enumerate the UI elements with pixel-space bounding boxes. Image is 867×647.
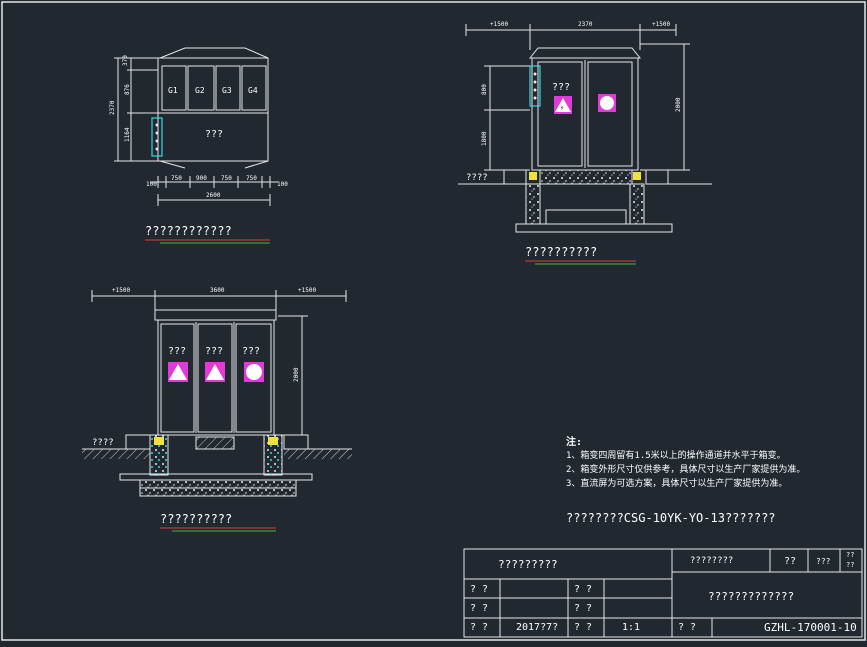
title-row1-label2: ? ? — [574, 584, 593, 595]
compartment-label-g4: G4 — [248, 86, 258, 95]
title-drawing-title: ????????????? — [708, 590, 795, 603]
title-cell-c2: ?? — [846, 561, 855, 569]
top-dim-bottom-2: 750 — [171, 175, 182, 182]
side-ground-label: ???? — [466, 173, 488, 183]
top-view-dimension-text: 370 876 1164 2370 100 750 900 750 750 10… — [109, 55, 288, 199]
front-footing — [139, 479, 297, 497]
top-roof-outline — [159, 47, 269, 59]
top-compartment-4 — [241, 65, 267, 111]
side-dim-top-2: 2370 — [578, 21, 593, 28]
top-dim-bottom-6: 100 — [277, 181, 288, 188]
top-cable-box — [151, 117, 163, 157]
front-dim-top-1: +1500 — [112, 287, 130, 294]
side-base-gravel — [539, 169, 633, 185]
top-dim-left-4: 2370 — [109, 100, 116, 115]
side-symbol-sign — [598, 94, 616, 112]
svg-text:⚡: ⚡ — [560, 104, 564, 112]
side-pit-right — [629, 183, 645, 225]
side-dim-left-1: 800 — [481, 84, 488, 95]
top-compartment-3 — [215, 65, 241, 111]
title-row3-label3: ? ? — [678, 622, 697, 633]
top-dim-left-1: 370 — [122, 55, 129, 66]
top-compartment-labels: G1 G2 G3 G4 — [168, 86, 258, 95]
side-hazard-sign: ⚡ — [554, 96, 572, 114]
view-top-plan — [114, 47, 278, 206]
side-dim-left-2: 1800 — [481, 131, 488, 146]
front-view-text: +1500 3600 +1500 2000 — [112, 287, 316, 382]
front-hazard-sign-2 — [205, 362, 225, 382]
title-row3-label2: ? ? — [574, 622, 593, 633]
side-cable-box-marks — [533, 72, 537, 100]
title-date: 2017?7? — [516, 622, 559, 633]
title-row1-label: ? ? — [470, 584, 489, 595]
title-scale: 1:1 — [622, 622, 641, 633]
front-view-caption: ?????????? — [160, 512, 232, 526]
title-design-stage: ???????? — [690, 556, 734, 566]
top-compartment-2 — [187, 65, 215, 111]
side-door-label: ??? — [552, 82, 570, 93]
front-base-grille — [195, 436, 235, 450]
front-ground-hatch-right — [284, 449, 352, 459]
top-dim-left-3: 1164 — [124, 127, 131, 142]
front-door-label-3: ??? — [242, 346, 260, 357]
front-pit-markers — [154, 437, 278, 445]
front-door-labels: ??? ??? ??? — [168, 346, 260, 357]
front-door-label-1: ??? — [168, 346, 186, 357]
side-view-caption: ?????????? — [525, 245, 597, 259]
front-hazard-sign-1 — [168, 362, 188, 382]
front-ground-hatch-left — [82, 449, 150, 459]
title-block — [463, 548, 863, 638]
notes-heading: 注: — [566, 437, 583, 448]
note-item-1: 1、箱变四周留有1.5米以上的操作通道并水平于箱变。 — [566, 451, 786, 461]
compartment-label-g3: G3 — [222, 86, 232, 95]
top-dim-bottom-1: 100 — [146, 181, 157, 188]
top-dim-bottom-5: 750 — [246, 175, 257, 182]
side-view-text: +1500 2370 +1500 800 1800 2000 — [481, 21, 682, 146]
side-roof-outline — [528, 47, 642, 59]
side-cable-box — [529, 65, 541, 107]
top-cable-box-marks — [155, 123, 159, 151]
front-dim-top-2: 3600 — [210, 287, 225, 294]
title-drawing-number: GZHL-170001-10 — [764, 621, 857, 634]
side-pit-left — [525, 183, 541, 225]
side-dim-top-1: +1500 — [490, 21, 508, 28]
side-dim-right: 2000 — [675, 97, 682, 112]
front-dim-top-3: +1500 — [298, 287, 316, 294]
top-compartment-1 — [161, 65, 187, 111]
title-cell-a: ?? — [784, 556, 797, 567]
title-row2-label: ? ? — [470, 603, 489, 614]
note-item-3: 3、直流屏为可选方案，具体尺寸以生产厂家提供为准。 — [566, 479, 788, 489]
title-cell-b: ??? — [816, 557, 831, 566]
view-side-elevation — [458, 24, 712, 233]
top-dim-left-2: 876 — [124, 84, 131, 95]
top-view-caption: ???????????? — [145, 224, 232, 238]
top-dim-bottom-4: 750 — [221, 175, 232, 182]
note-item-2: 2、箱变外形尺寸仅供参考，具体尺寸以生产厂家提供为准。 — [566, 465, 806, 475]
model-line: ????????CSG-10YK-YO-13??????? — [566, 511, 776, 525]
front-dim-right: 2000 — [293, 367, 300, 382]
side-dim-top-3: +1500 — [652, 21, 670, 28]
top-center-label: ??? — [205, 129, 223, 140]
front-door-label-2: ??? — [205, 346, 223, 357]
compartment-label-g1: G1 — [168, 86, 178, 95]
title-row3-label: ? ? — [470, 622, 489, 633]
title-cell-c1: ?? — [846, 551, 855, 559]
top-dim-bottom-3: 900 — [196, 175, 207, 182]
top-body-outline — [157, 57, 269, 162]
front-body-outline — [157, 319, 275, 436]
front-ground-label: ???? — [92, 438, 114, 448]
front-symbol-sign — [244, 362, 264, 382]
front-roof-outline — [154, 309, 277, 321]
title-project-name: ????????? — [498, 558, 558, 571]
title-row2-label2: ? ? — [574, 603, 593, 614]
compartment-label-g2: G2 — [195, 86, 205, 95]
view-front-elevation — [82, 290, 352, 497]
top-dim-total: 2600 — [206, 192, 221, 199]
side-pit-markers — [529, 172, 641, 180]
